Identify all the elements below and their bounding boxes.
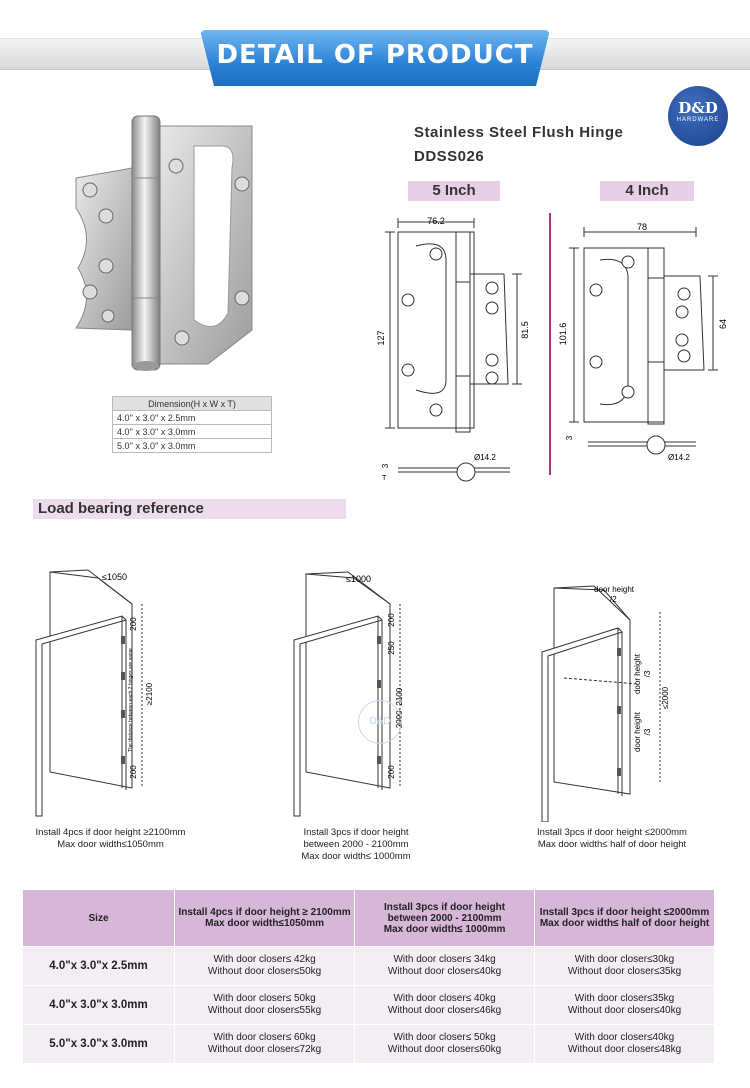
hinge-photo: [75, 115, 253, 371]
bottom-label: 200: [387, 765, 396, 779]
door-diagram-3pcs-medium: ≤1000 200 250 2000- 2100 200: [293, 571, 404, 817]
width-label: 76.2: [427, 216, 445, 226]
dimension-row: 5.0'' x 3.0'' x 3.0mm: [112, 438, 272, 453]
banner: [200, 30, 550, 86]
third-label: door height: [633, 653, 642, 694]
section-title: Load bearing reference: [38, 500, 204, 517]
caption-line: Max door width≤ 1000mm: [301, 851, 411, 862]
middle-label: 2000- 2100: [395, 687, 404, 728]
hinge-spacing-note: The distance between each 2 hinges are s…: [128, 648, 134, 752]
table-row: 4.0"x 3.0"x 3.0mm With door closer≤ 50kg…: [21, 985, 715, 1025]
dimension-row: 4.0'' x 3.0'' x 3.0mm: [112, 424, 272, 439]
dimension-header: Dimension(H x W x T): [112, 396, 272, 411]
top-label: 200: [387, 613, 396, 627]
section-bar: [33, 499, 346, 519]
logo-text: D&D: [678, 99, 718, 117]
door-diagram-4pcs: ≤1050 200 ≥2100 200 The distance between…: [35, 569, 154, 817]
drawing-divider: [549, 213, 551, 475]
width-label-top: door height: [594, 585, 635, 594]
bottom-label: 200: [129, 765, 138, 779]
five-inch-drawing: 76.2 127 81.5 Ø14.2 3 T: [376, 216, 530, 482]
brand-logo: D&D HARDWARE: [668, 86, 728, 146]
right-label: ≤2000: [661, 686, 670, 709]
height-label: 127: [376, 330, 386, 345]
caption-line: Install 3pcs if door height: [303, 827, 409, 838]
height-label: 101.6: [558, 323, 568, 346]
diagram-caption: Install 3pcs if door height ≤2000mm Max …: [512, 827, 712, 851]
third-label: /3: [643, 728, 652, 735]
door-diagram-3pcs-low: door height /2 ≤2000 door height /3 door…: [541, 585, 670, 822]
tab-4-inch: 4 Inch: [600, 181, 694, 201]
diagram-caption: Install 3pcs if door height between 2000…: [276, 827, 436, 863]
load-bearing-table: Size Install 4pcs if door height ≥ 2100m…: [21, 889, 715, 1064]
top-label: 200: [129, 617, 138, 631]
watermark-logo: D&D: [358, 700, 402, 744]
dimension-row: 4.0'' x 3.0'' x 2.5mm: [112, 410, 272, 425]
caption-line: Max door width≤1050mm: [57, 839, 164, 850]
caption-line: between 2000 - 2100mm: [303, 839, 409, 850]
tab-5-inch: 5 Inch: [408, 181, 500, 201]
banner-title: DETAIL OF PRODUCT: [216, 40, 534, 70]
diagram-caption: Install 4pcs if door height ≥2100mm Max …: [18, 827, 203, 851]
second-label: 250: [387, 641, 396, 655]
leaf-label: 81.5: [520, 321, 530, 339]
width-label-bottom: /2: [610, 595, 617, 604]
middle-label: ≥2100: [145, 682, 154, 705]
size-cell: 4.0"x 3.0"x 2.5mm: [21, 946, 176, 986]
table-row: 5.0"x 3.0"x 3.0mm With door closer≤ 60kg…: [21, 1024, 715, 1064]
size-cell: 5.0"x 3.0"x 3.0mm: [21, 1024, 176, 1064]
width-label: 78: [637, 222, 647, 232]
table-row: 4.0"x 3.0"x 2.5mm With door closer≤ 42kg…: [21, 946, 715, 986]
caption-line: Install 4pcs if door height ≥2100mm: [35, 827, 186, 838]
four-inch-drawing: 78 101.6 64 Ø14.2 3: [558, 222, 728, 462]
leaf-label: 64: [718, 319, 728, 329]
thickness-label: 3: [381, 463, 390, 468]
caption-line: Max door width≤ half of door height: [537, 839, 687, 850]
width-label: ≤1000: [346, 574, 371, 584]
size-cell: 4.0"x 3.0"x 3.0mm: [21, 985, 176, 1025]
thickness-label: 3: [565, 435, 574, 440]
third-label: /3: [643, 670, 652, 677]
logo-subtext: HARDWARE: [676, 117, 720, 123]
width-label: ≤1050: [102, 572, 127, 582]
third-label: door height: [633, 711, 642, 752]
product-code: DDSS026: [414, 148, 485, 165]
product-title: Stainless Steel Flush Hinge: [414, 124, 624, 141]
pin-label: Ø14.2: [668, 453, 690, 462]
t-label: T: [382, 475, 387, 482]
dimension-table: Dimension(H x W x T) 4.0'' x 3.0'' x 2.5…: [112, 396, 272, 453]
caption-line: Install 3pcs if door height ≤2000mm: [537, 827, 687, 838]
pin-label: Ø14.2: [474, 453, 496, 462]
size-header: Size: [21, 889, 176, 947]
